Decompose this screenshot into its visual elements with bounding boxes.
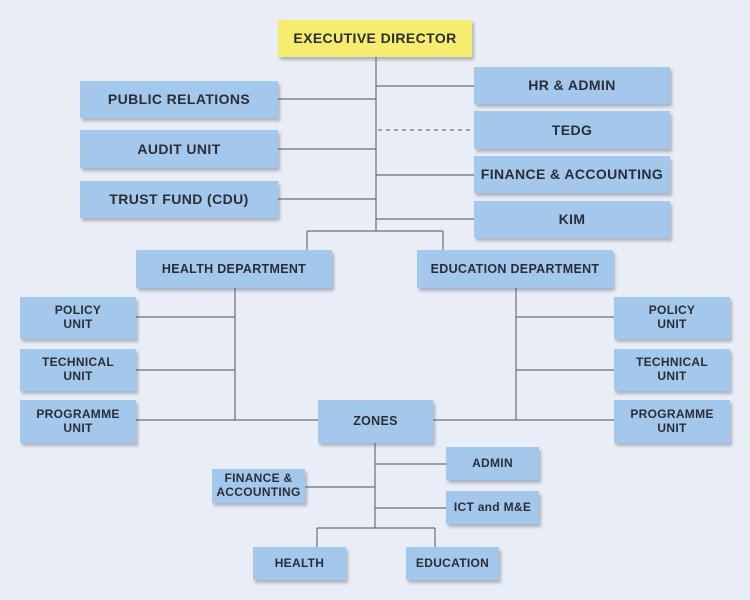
health-technical-unit-box: TECHNICAL UNIT	[20, 349, 136, 391]
health-department-box: HEALTH DEPARTMENT	[136, 250, 332, 288]
education-department-box: EDUCATION DEPARTMENT	[417, 250, 613, 288]
audit-unit-box: AUDIT UNIT	[80, 130, 278, 168]
health-policy-unit-box: POLICY UNIT	[20, 297, 136, 339]
education-programme-unit-box: PROGRAMME UNIT	[614, 400, 730, 443]
executive-director-box: EXECUTIVE DIRECTOR	[278, 20, 472, 57]
zone-education-box: EDUCATION	[406, 547, 499, 580]
education-technical-unit-box: TECHNICAL UNIT	[614, 349, 730, 391]
zone-finance-accounting-box: FINANCE & ACCOUNTING	[212, 469, 305, 503]
public-relations-box: PUBLIC RELATIONS	[80, 81, 278, 118]
zones-box: ZONES	[318, 400, 433, 443]
zone-admin-box: ADMIN	[446, 447, 539, 480]
hr-admin-box: HR & ADMIN	[474, 67, 670, 104]
tedg-box: TEDG	[474, 111, 670, 149]
trust-fund-box: TRUST FUND (CDU)	[80, 181, 278, 218]
education-policy-unit-box: POLICY UNIT	[614, 297, 730, 339]
health-programme-unit-box: PROGRAMME UNIT	[20, 400, 136, 443]
kim-box: KIM	[474, 201, 670, 238]
zone-ict-me-box: ICT and M&E	[446, 491, 539, 524]
finance-accounting-box: FINANCE & ACCOUNTING	[474, 156, 670, 193]
zone-health-box: HEALTH	[253, 547, 346, 580]
